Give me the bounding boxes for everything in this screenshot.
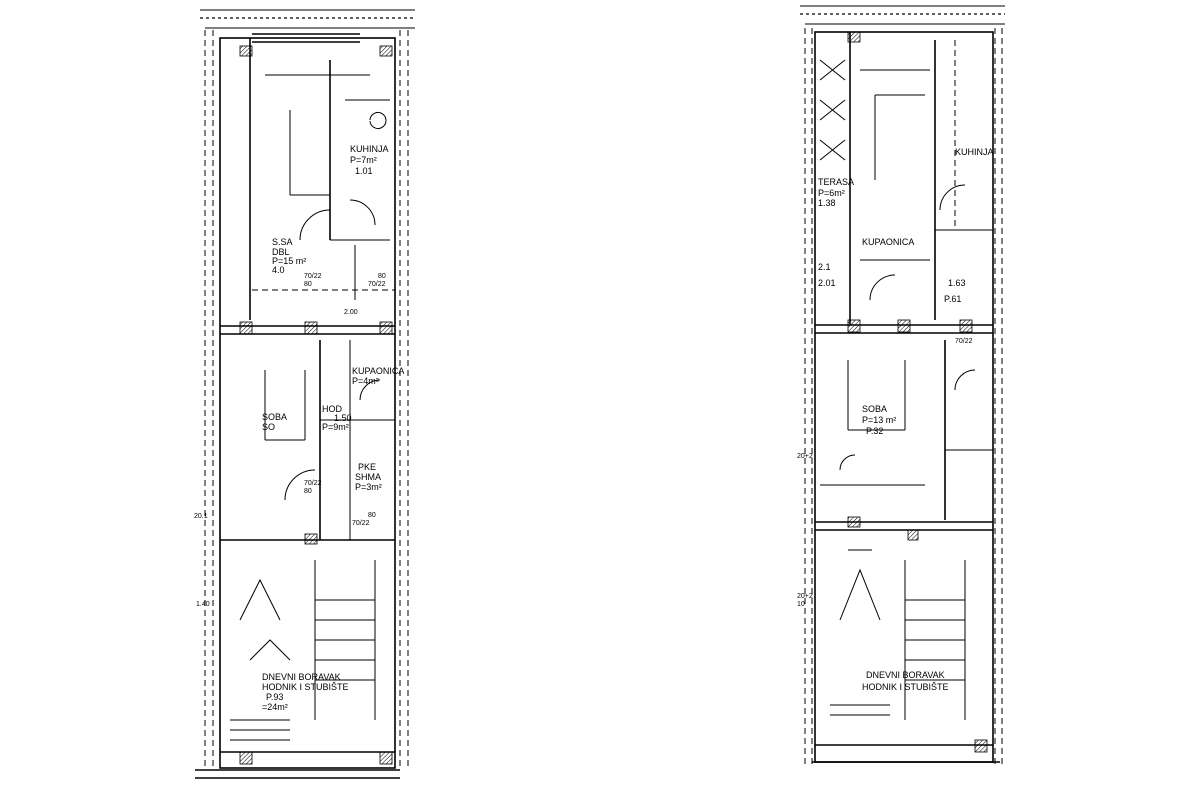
left-label-living-2: P.93 — [266, 692, 283, 702]
right-label-room-0: SOBA — [862, 404, 887, 414]
left-label-hall-1: P=9m² — [322, 422, 349, 432]
right-label-kitchen: KUHINJA — [955, 147, 994, 157]
right-label-living-1: HODNIK I STUBIŠTE — [862, 682, 949, 692]
left-label-bath-0: KUPAONICA — [352, 366, 404, 376]
left-label-kitchen-2: 1.01 — [355, 166, 373, 176]
left-dim-3: 80 — [378, 273, 386, 280]
right-label-terrace-1: P=6m² — [818, 188, 845, 198]
left-dim-10: 1.40 — [196, 601, 210, 608]
right-label-store-1: 2.01 — [818, 278, 836, 288]
right-margin-ticks — [804, 28, 1003, 765]
left-dim-4: 70/22 — [304, 480, 322, 487]
left-label-living-0: DNEVNI BORAVAK — [262, 672, 341, 682]
right-dim-2: 20+2 — [797, 593, 813, 600]
left-label-room-0: SOBA — [262, 412, 287, 422]
left-label-hall-0: HOD — [322, 404, 343, 414]
left-label-dining-1: DBL — [272, 247, 290, 257]
right-label-living-0: DNEVNI BORAVAK — [866, 670, 945, 680]
left-label-kitchen-0: KUHINJA — [350, 144, 389, 154]
left-dim-7: 80 — [368, 512, 376, 519]
right-label-bath-1: 1.38 — [818, 198, 836, 208]
left-top-dimension-row — [200, 9, 415, 29]
left-label-living-3: =24m² — [262, 702, 288, 712]
left-outer-wall — [219, 37, 396, 769]
right-terrace-pattern — [819, 59, 846, 161]
left-label-wc-1: SHMA — [355, 472, 381, 482]
left-dim-8: 20.1 — [194, 513, 208, 520]
left-plan: KUHINJA P=7m² 1.01 S.SA DBL P=15 m² 4.0 … — [194, 9, 415, 779]
left-dim-5: 80 — [304, 488, 312, 495]
right-label-room-1: P=13 m² — [862, 415, 896, 425]
right-outer-wall — [814, 31, 994, 763]
right-label-room-2: P.32 — [866, 426, 883, 436]
right-stair — [830, 549, 966, 720]
left-stair — [230, 560, 376, 741]
left-label-bath-1: P=4m² — [352, 376, 379, 386]
right-label-terrace-0: TERASA — [818, 177, 854, 187]
right-dim-0: 70/22 — [955, 338, 973, 345]
left-dim-2: 70/22 — [368, 281, 386, 288]
left-label-dining-2: P=15 m² — [272, 256, 306, 266]
right-label-wc-0: 1.63 — [948, 278, 966, 288]
right-dim-1: 20+2 — [797, 453, 813, 460]
left-label-hall-2: 1.50 — [334, 413, 352, 423]
left-label-room-1: SO — [262, 422, 275, 432]
left-label-wc-0: PKE — [358, 462, 376, 472]
left-label-kitchen-1: P=7m² — [350, 155, 377, 165]
left-dim-1: 80 — [304, 281, 312, 288]
left-label-dining-0: S.SA — [272, 237, 293, 247]
right-label-bath-0: KUPAONICA — [862, 237, 914, 247]
left-dim-9: 2.00 — [344, 309, 358, 316]
left-dim-6: 70/22 — [352, 520, 370, 527]
right-plan: TERASA P=6m² KUHINJA KUPAONICA 1.38 SOBA… — [797, 5, 1005, 765]
right-dim-3: 10 — [797, 601, 805, 608]
right-label-wc-1: P.61 — [944, 294, 961, 304]
left-margin-ticks — [204, 30, 409, 770]
left-label-wc-2: P=3m² — [355, 482, 382, 492]
left-label-dining-3: 4.0 — [272, 265, 285, 275]
left-dim-0: 70/22 — [304, 273, 322, 280]
left-label-living-1: HODNIK I STUBIŠTE — [262, 682, 349, 692]
right-top-dimension-row — [800, 5, 1005, 25]
right-label-store-0: 2.1 — [818, 262, 831, 272]
